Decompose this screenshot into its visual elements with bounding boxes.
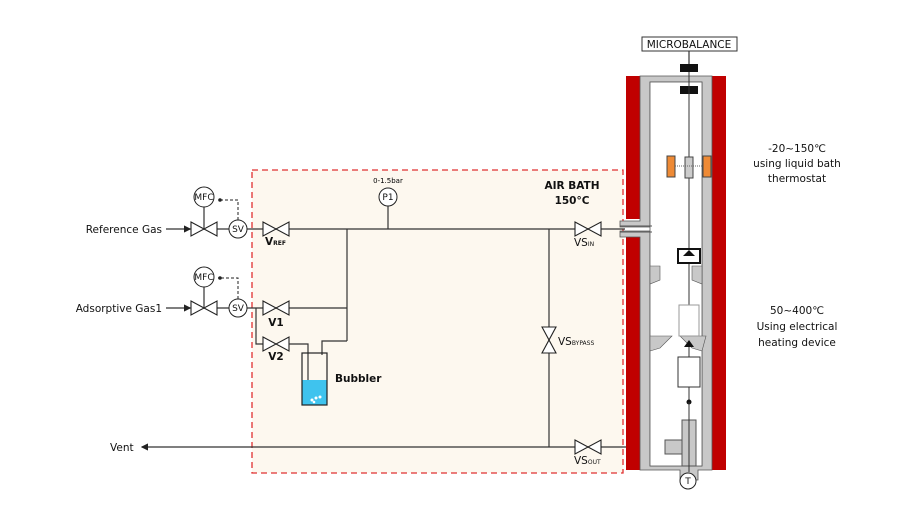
p1-label: P1	[382, 193, 393, 203]
heater-right	[712, 76, 726, 470]
vs-in-valve	[574, 221, 602, 237]
lower-zone-line1: Using electrical	[757, 321, 838, 333]
lower-heater-left	[626, 237, 640, 470]
lower-zone-line2: heating device	[758, 337, 836, 349]
adsorptive-gas-label: Adsorptive Gas1	[76, 303, 162, 315]
adsorptive-sv	[228, 298, 248, 318]
vs-out-valve	[574, 439, 602, 455]
reference-mfc-label: MFC	[194, 193, 213, 203]
upper-heater	[626, 76, 640, 219]
air-bath-box	[251, 169, 624, 474]
sample-crucible	[677, 356, 701, 388]
v2-label: V2	[268, 351, 283, 363]
temperature-sensor-label: T	[684, 477, 691, 487]
reference-mfc	[193, 186, 215, 208]
adsorptive-mfc-label: MFC	[194, 273, 213, 283]
temperature-sensor	[679, 472, 697, 490]
microbalance-label: MICROBALANCE	[647, 39, 732, 51]
reference-sv-label: SV	[232, 225, 245, 235]
vs-bypass-label: VSBYPASS	[558, 336, 594, 348]
microbalance-column: MICROBALANCE T	[619, 36, 738, 490]
upper-zone-range: -20~150℃	[768, 143, 826, 155]
v1-label: V1	[268, 317, 283, 329]
upper-zone-line1: using liquid bath	[753, 158, 841, 170]
vs-in-label: VSIN	[574, 237, 594, 249]
adsorptive-mfc	[193, 266, 215, 288]
lower-zone-range: 50~400℃	[770, 305, 824, 317]
v2-valve	[262, 336, 290, 352]
p1-gauge	[378, 187, 398, 207]
reference-sv	[228, 219, 248, 239]
vref-valve	[262, 221, 290, 237]
vref-label: VREF	[265, 236, 286, 248]
vs-bypass-valve	[541, 326, 557, 354]
bubbler-vessel	[301, 352, 328, 406]
air-bath-temp: 150°C	[555, 195, 590, 207]
adsorptive-sv-label: SV	[232, 304, 245, 314]
reference-control-signal	[218, 199, 239, 220]
air-bath-title: AIR BATH	[544, 180, 599, 192]
upper-zone-line2: thermostat	[768, 173, 826, 185]
vs-out-label: VSOUT	[574, 455, 601, 467]
v1-valve	[262, 300, 290, 316]
reference-gas-label: Reference Gas	[86, 224, 162, 236]
p1-range: 0-1.5bar	[373, 177, 403, 185]
vent-label: Vent	[110, 442, 134, 454]
bubbler-label: Bubbler	[335, 373, 382, 385]
